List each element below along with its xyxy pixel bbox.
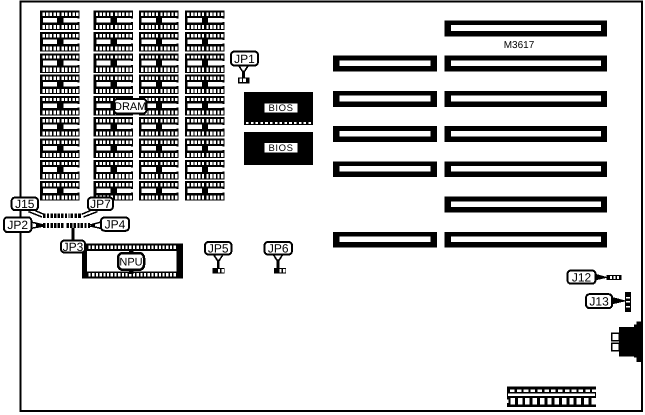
svg-text:J12: J12 (572, 270, 592, 284)
svg-text:JP3: JP3 (63, 240, 84, 254)
svg-text:DRAM: DRAM (114, 101, 146, 113)
svg-text:J15: J15 (15, 197, 35, 211)
svg-text:NPU: NPU (119, 256, 142, 268)
svg-text:BIOS: BIOS (268, 143, 293, 154)
svg-text:J13: J13 (589, 295, 609, 309)
svg-text:JP1: JP1 (234, 52, 255, 66)
svg-text:JP4: JP4 (105, 218, 126, 232)
svg-text:JP7: JP7 (90, 197, 111, 211)
svg-text:BIOS: BIOS (268, 103, 293, 114)
svg-text:M3617: M3617 (504, 40, 535, 51)
svg-text:JP6: JP6 (268, 242, 289, 256)
svg-text:JP5: JP5 (208, 242, 229, 256)
svg-text:JP2: JP2 (7, 218, 28, 232)
